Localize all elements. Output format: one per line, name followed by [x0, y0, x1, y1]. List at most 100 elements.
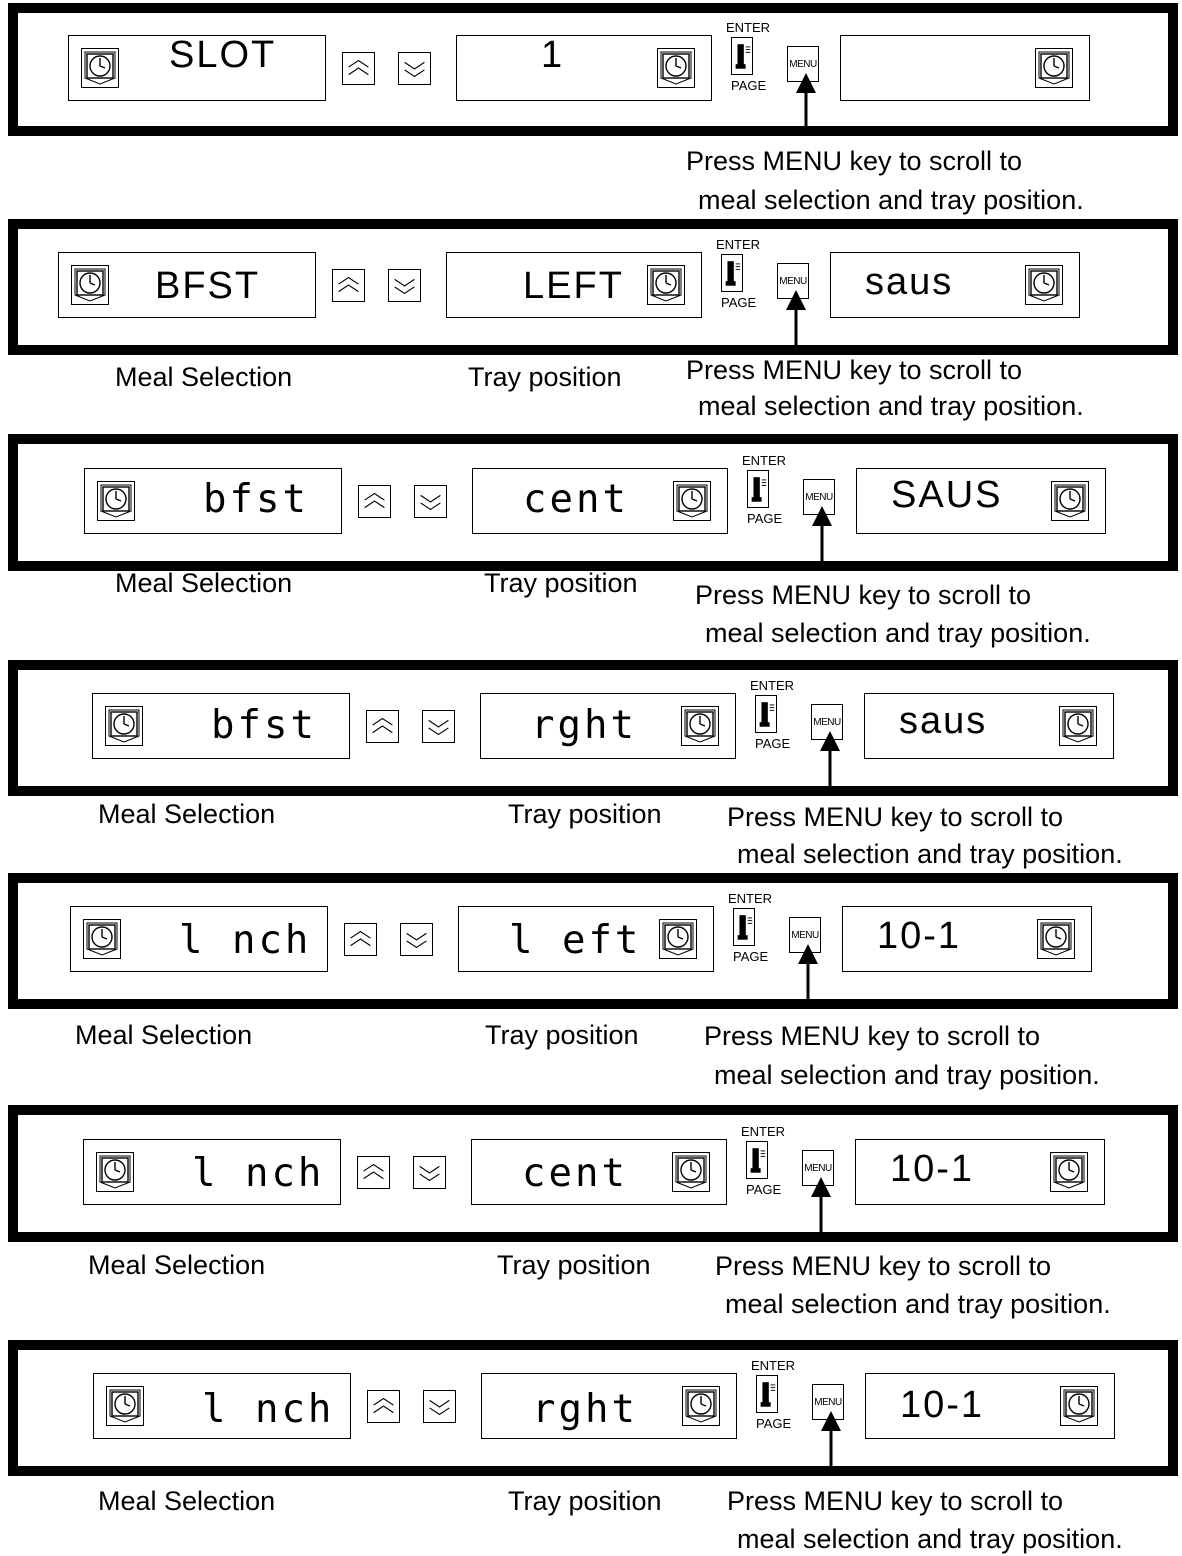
clock-icon[interactable] — [83, 919, 121, 959]
page-key-label: PAGE — [746, 1182, 782, 1197]
clock-icon[interactable] — [657, 48, 695, 88]
item-display-cell — [840, 35, 1090, 101]
meal-display-cell: BFST — [58, 252, 316, 318]
press-menu-caption-line1: Press MENU key to scroll to — [686, 355, 1023, 385]
page-key-label: PAGE — [747, 511, 783, 526]
scroll-up-button[interactable] — [358, 485, 391, 518]
enter-key-label: ENTER — [728, 891, 773, 906]
scroll-down-button[interactable] — [414, 485, 447, 518]
clock-icon[interactable] — [672, 1152, 710, 1192]
enter-key-label: ENTER — [751, 1358, 796, 1373]
menu-key[interactable]: MENU — [802, 1150, 834, 1186]
clock-icon[interactable] — [105, 706, 143, 746]
scroll-up-button[interactable] — [332, 269, 365, 302]
clock-icon[interactable] — [81, 48, 119, 88]
meal-selection-caption: Meal Selection — [75, 1020, 253, 1050]
menu-key[interactable]: MENU — [789, 917, 821, 953]
press-menu-caption-line1: Press MENU key to scroll to — [715, 1251, 1052, 1281]
press-menu-caption-line1: Press MENU key to scroll to — [727, 802, 1064, 832]
enter-page-key[interactable] — [747, 470, 769, 508]
press-menu-caption-line2: meal selection and tray position. — [737, 839, 1123, 869]
enter-key-label: ENTER — [741, 1124, 786, 1139]
clock-icon[interactable] — [1025, 265, 1063, 305]
clock-icon[interactable] — [71, 265, 109, 305]
tray-display-cell: rght — [481, 1373, 737, 1439]
enter-page-key[interactable] — [756, 1375, 778, 1413]
scroll-down-button[interactable] — [413, 1156, 446, 1189]
down-chevron-icon — [420, 494, 441, 511]
tray-display-cell: cent — [471, 1139, 727, 1205]
enter-key-label: ENTER — [726, 20, 771, 35]
menu-key[interactable]: MENU — [777, 263, 809, 299]
pointer-arrow — [818, 731, 842, 787]
down-chevron-icon — [419, 1165, 440, 1182]
enter-page-key[interactable] — [721, 254, 743, 292]
menu-key[interactable]: MENU — [803, 479, 835, 515]
clock-icon[interactable] — [1051, 481, 1089, 521]
scroll-down-button[interactable] — [422, 710, 455, 743]
up-chevron-icon — [372, 717, 393, 734]
enter-page-key[interactable] — [746, 1141, 768, 1179]
thermometer-icon — [751, 477, 767, 502]
meal-display-cell: bfst — [84, 468, 342, 534]
clock-icon[interactable] — [647, 265, 685, 305]
thermometer-icon — [725, 261, 741, 286]
enter-page-key[interactable] — [755, 695, 777, 733]
down-chevron-icon — [428, 719, 449, 736]
tray-position-caption: Tray position — [508, 799, 662, 829]
clock-icon[interactable] — [1035, 48, 1073, 88]
enter-key-label: ENTER — [742, 453, 787, 468]
press-menu-caption-line1: Press MENU key to scroll to — [727, 1486, 1064, 1516]
meal-display-value: l nch — [179, 918, 312, 963]
press-menu-caption-line2: meal selection and tray position. — [737, 1524, 1123, 1554]
clock-icon[interactable] — [1059, 706, 1097, 746]
scroll-up-button[interactable] — [357, 1156, 390, 1189]
scroll-down-button[interactable] — [423, 1390, 456, 1423]
scroll-up-button[interactable] — [366, 710, 399, 743]
clock-icon[interactable] — [673, 481, 711, 521]
clock-icon[interactable] — [682, 1386, 720, 1426]
down-chevron-icon — [404, 61, 425, 78]
scroll-up-button[interactable] — [367, 1390, 400, 1423]
page-key-label: PAGE — [733, 949, 769, 964]
item-display-value: 10-1 — [900, 1384, 985, 1426]
enter-key-label: ENTER — [716, 237, 761, 252]
clock-icon[interactable] — [96, 1152, 134, 1192]
scroll-down-button[interactable] — [398, 52, 431, 85]
thermometer-icon — [759, 702, 775, 727]
clock-icon[interactable] — [1037, 919, 1075, 959]
press-menu-caption-line2: meal selection and tray position. — [698, 391, 1084, 421]
press-menu-caption-line2: meal selection and tray position. — [725, 1289, 1111, 1319]
meal-selection-caption: Meal Selection — [88, 1250, 266, 1280]
clock-icon[interactable] — [97, 481, 135, 521]
item-display-cell: 10-1 — [855, 1139, 1105, 1205]
clock-icon[interactable] — [1060, 1386, 1098, 1426]
press-menu-caption-line2: meal selection and tray position. — [714, 1060, 1100, 1090]
clock-icon[interactable] — [1050, 1152, 1088, 1192]
up-chevron-icon — [348, 59, 369, 76]
clock-icon[interactable] — [106, 1386, 144, 1426]
tray-display-cell: LEFT — [446, 252, 702, 318]
scroll-down-button[interactable] — [388, 269, 421, 302]
enter-page-key[interactable] — [733, 908, 755, 946]
scroll-down-button[interactable] — [400, 923, 433, 956]
clock-icon[interactable] — [659, 919, 697, 959]
pointer-arrow — [784, 290, 808, 346]
scroll-up-button[interactable] — [344, 923, 377, 956]
scroll-up-button[interactable] — [342, 52, 375, 85]
menu-key[interactable]: MENU — [811, 704, 843, 740]
enter-page-key[interactable] — [731, 37, 753, 75]
enter-key-label: ENTER — [750, 678, 795, 693]
clock-icon[interactable] — [681, 706, 719, 746]
meal-display-value: l nch — [202, 1387, 335, 1432]
tray-position-caption: Tray position — [468, 362, 622, 392]
item-display-cell: SAUS — [856, 468, 1106, 534]
page-key-label: PAGE — [721, 295, 757, 310]
tray-display-value: cent — [522, 1151, 628, 1196]
